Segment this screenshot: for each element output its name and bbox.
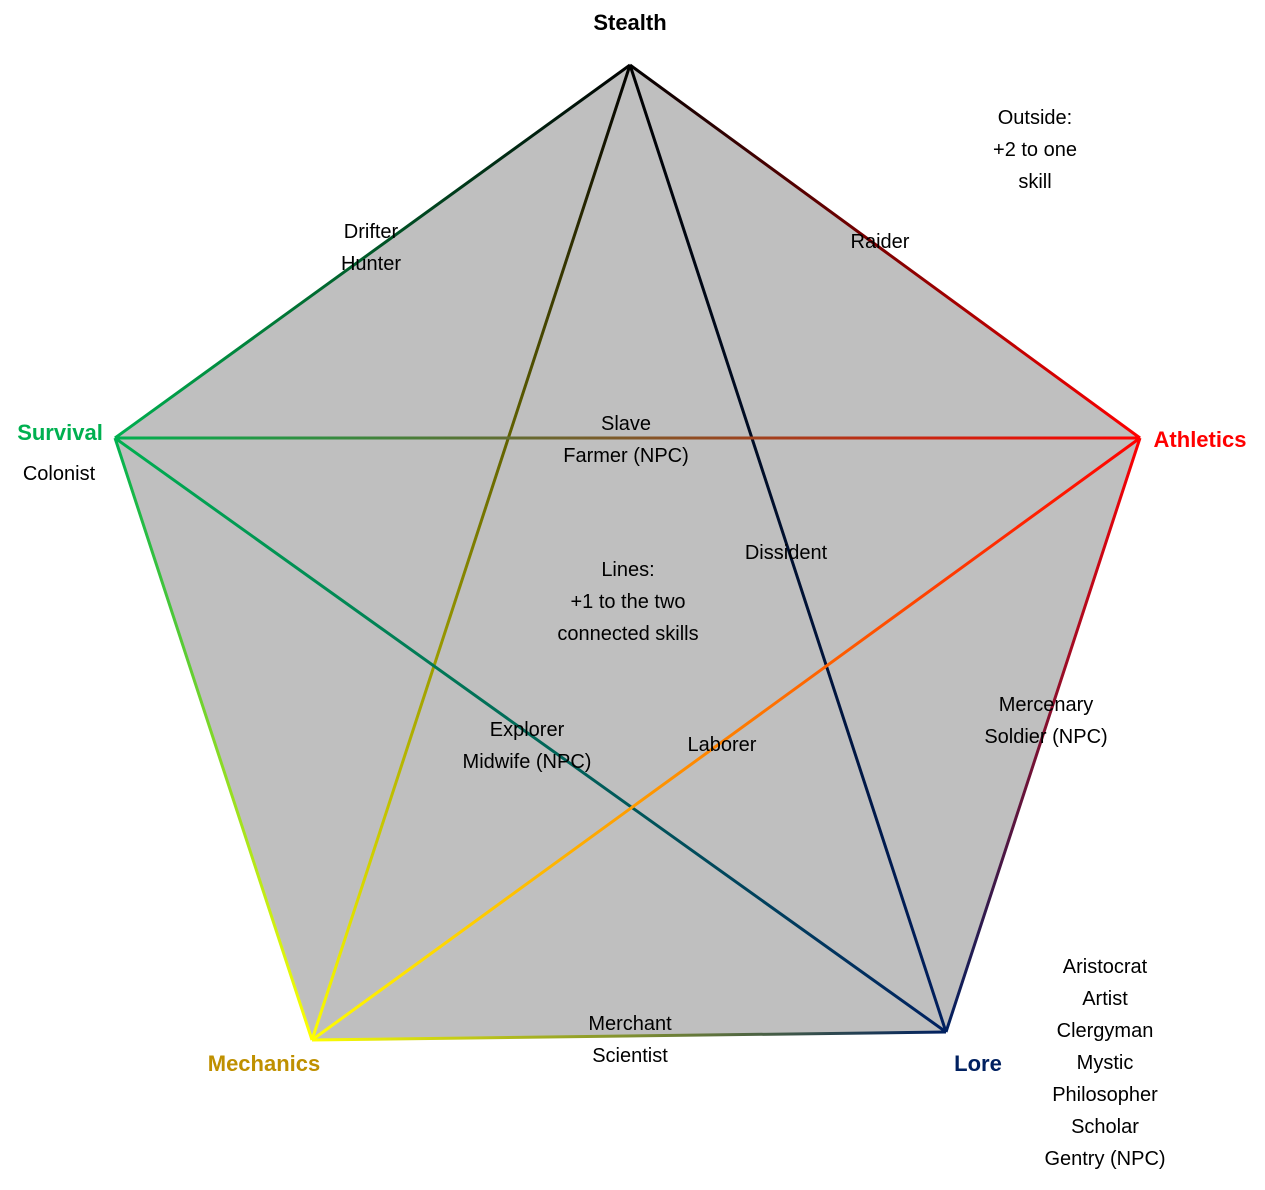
label-lore-outside-list: Aristocrat Artist Clergyman Mystic Philo… [1044, 956, 1166, 1170]
label-raider: Raider [850, 231, 910, 253]
legend-lines: Lines: +1 to the two connected skills [557, 559, 699, 645]
label-mercenary-soldier: Mercenary Soldier (NPC) [984, 694, 1108, 748]
diagonal-mechanics-athletics [311, 436, 1141, 1042]
edge-athletics-lore [944, 437, 1142, 1033]
vertex-label-survival: Survival [17, 420, 103, 445]
label-slave-farmer: Slave Farmer (NPC) [563, 413, 689, 467]
label-laborer: Laborer [687, 734, 757, 756]
vertex-label-stealth: Stealth [593, 10, 667, 35]
diagonal-stealth-mechanics [310, 64, 632, 1041]
edge-mechanics-survival [113, 437, 314, 1041]
edge-lore-mechanics [311, 1030, 947, 1042]
label-merchant-scientist: Merchant Scientist [588, 1013, 672, 1067]
label-explorer-midwife: Explorer Midwife (NPC) [462, 719, 592, 773]
legend-outside: Outside: +2 to one skill [993, 107, 1077, 193]
diagonal-survival-lore [114, 436, 947, 1034]
pentagon-fill [115, 65, 1140, 1040]
label-dissident: Dissident [744, 542, 828, 564]
edge-survival-stealth [114, 63, 631, 440]
label-colonist: Colonist [22, 463, 96, 485]
vertex-label-lore: Lore [954, 1051, 1002, 1076]
edge-stealth-athletics [629, 63, 1141, 440]
vertex-label-athletics: Athletics [1153, 427, 1247, 452]
label-drifter-hunter: Drifter Hunter [340, 221, 402, 275]
vertex-label-mechanics: Mechanics [207, 1051, 321, 1076]
diagonal-stealth-lore [628, 64, 948, 1033]
